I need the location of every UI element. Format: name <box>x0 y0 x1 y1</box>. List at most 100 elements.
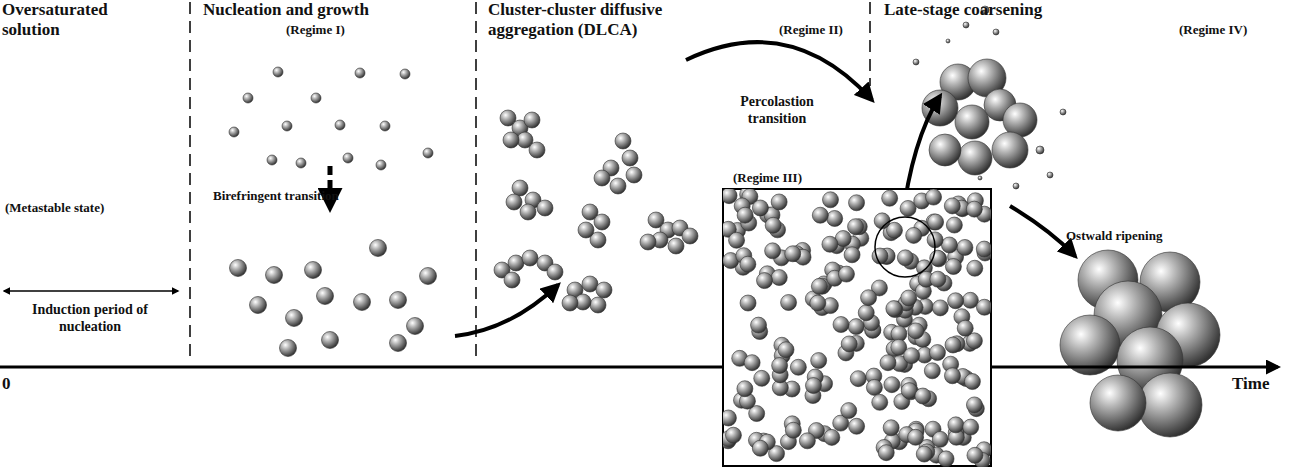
particle <box>390 292 407 309</box>
particle <box>848 219 864 235</box>
particle <box>267 155 277 165</box>
particle <box>945 259 961 275</box>
particle <box>901 290 917 306</box>
particle <box>615 133 631 149</box>
particle <box>423 148 433 158</box>
particle <box>420 268 437 285</box>
particle <box>880 355 896 371</box>
particle <box>751 317 767 333</box>
particle <box>929 345 945 361</box>
particle <box>781 295 797 311</box>
axis-label: 0 <box>2 374 11 394</box>
particle <box>503 132 519 148</box>
particle <box>805 378 821 394</box>
particle <box>626 167 642 183</box>
particle <box>861 290 877 306</box>
particle <box>771 194 787 210</box>
particle <box>948 293 964 309</box>
percolation-box <box>723 189 991 466</box>
particle <box>958 141 992 175</box>
particle <box>966 201 982 217</box>
particle <box>946 217 962 233</box>
particle <box>524 112 540 128</box>
particle <box>963 419 979 435</box>
particle <box>380 121 390 131</box>
particle <box>822 236 838 252</box>
particle <box>582 276 598 292</box>
particle <box>929 134 961 166</box>
particle <box>243 93 253 103</box>
particle <box>883 420 899 436</box>
particle <box>964 374 980 390</box>
particle <box>765 217 781 233</box>
particle <box>948 417 964 433</box>
particle <box>841 403 857 419</box>
particle <box>872 248 888 264</box>
particle <box>915 388 931 404</box>
particle <box>811 278 827 294</box>
particle <box>944 198 960 214</box>
particle <box>1013 183 1019 189</box>
particle <box>967 260 983 276</box>
particle <box>944 368 960 384</box>
particle <box>872 394 888 410</box>
particle <box>723 189 737 204</box>
particle <box>266 267 283 284</box>
particle <box>945 337 961 353</box>
particle <box>354 294 371 311</box>
particle <box>250 297 267 314</box>
particle <box>978 176 982 180</box>
particle <box>772 357 788 373</box>
particle <box>370 240 387 257</box>
stage-label: Ostwald ripening <box>1066 228 1162 244</box>
particle <box>622 150 638 166</box>
particle <box>390 335 407 352</box>
particle <box>737 207 753 223</box>
particle <box>407 318 424 335</box>
particle <box>737 381 753 397</box>
particle <box>849 195 865 211</box>
particle <box>976 241 991 257</box>
particle <box>897 250 913 266</box>
particle <box>882 190 898 206</box>
particle <box>992 132 1028 168</box>
particle <box>833 317 849 333</box>
particle <box>812 207 828 223</box>
particle <box>273 67 283 77</box>
particle <box>955 105 989 139</box>
particle <box>335 120 345 130</box>
stage-label: (Regime II) <box>779 22 843 38</box>
particle <box>962 292 978 308</box>
particle <box>1090 375 1146 431</box>
particle <box>765 243 781 259</box>
particle <box>286 310 303 327</box>
particle <box>752 440 768 456</box>
particle <box>740 295 756 311</box>
particle <box>886 301 902 317</box>
particle <box>757 273 773 289</box>
particle <box>963 22 969 28</box>
particle <box>740 256 756 272</box>
stage-label: Percolastion transition <box>727 94 827 128</box>
particle <box>967 447 983 463</box>
particle <box>522 250 538 266</box>
stage-label: Oversaturated solution <box>2 0 142 41</box>
particle <box>682 228 698 244</box>
axis-label: Time <box>1232 374 1269 394</box>
particle <box>230 260 247 277</box>
particle <box>537 200 553 216</box>
particle <box>311 93 321 103</box>
particle <box>754 370 770 386</box>
particle <box>729 232 745 248</box>
particle <box>317 288 334 305</box>
particle <box>850 371 866 387</box>
particle <box>596 282 612 298</box>
particle <box>827 210 843 226</box>
particle <box>932 431 948 447</box>
highlight-circle <box>875 217 935 277</box>
particle <box>668 238 684 254</box>
stage-label: Cluster-cluster diffusive aggregation (D… <box>488 0 728 41</box>
particle <box>640 234 656 250</box>
particle <box>547 264 563 280</box>
